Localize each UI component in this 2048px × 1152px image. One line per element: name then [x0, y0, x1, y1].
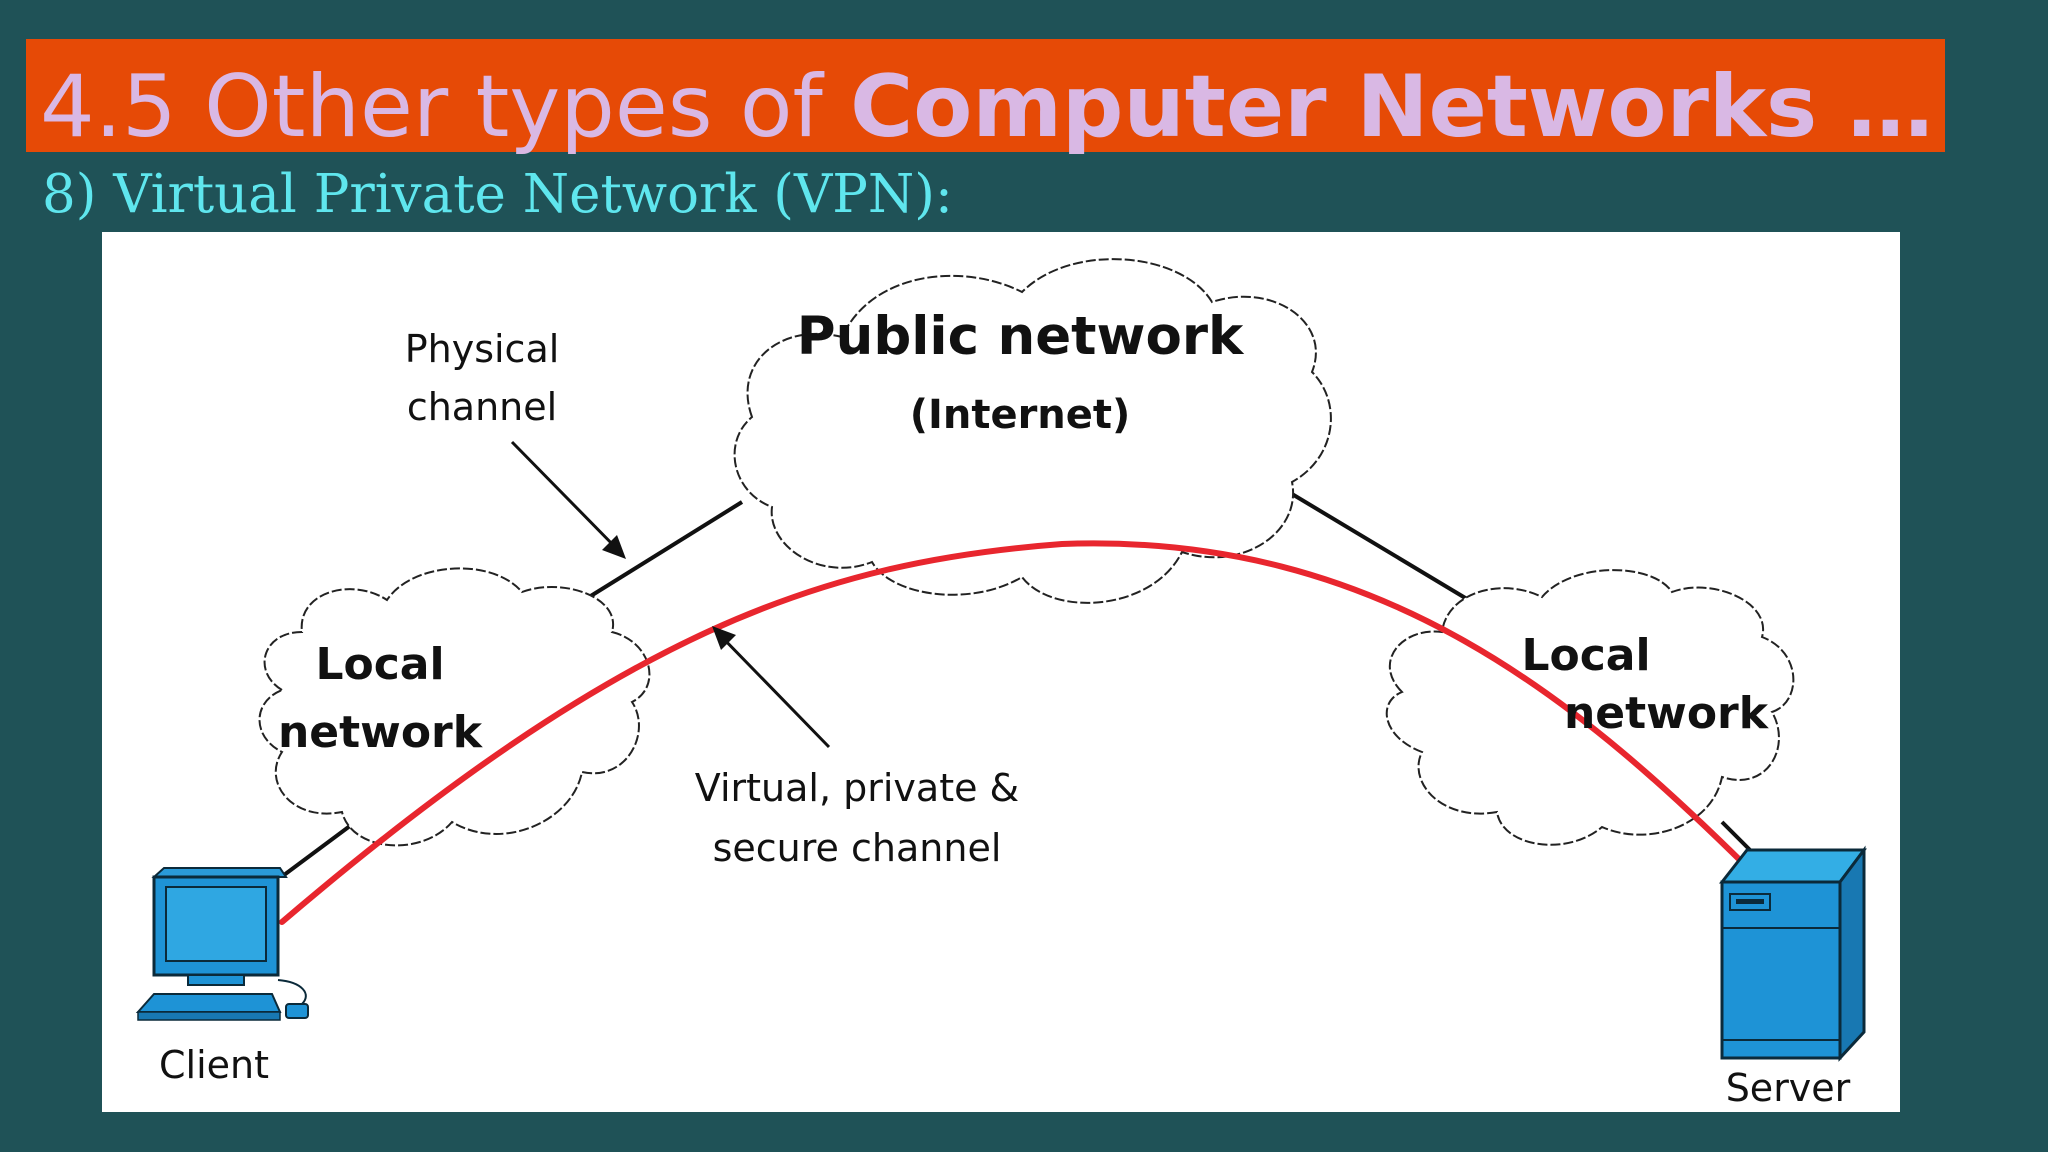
- physical-channel-label-line2: channel: [407, 385, 557, 429]
- vpn-channel-arrow-icon: [712, 626, 831, 749]
- public-network-sublabel: (Internet): [910, 392, 1131, 438]
- vpn-diagram: Public network (Internet) Local network …: [102, 232, 1900, 1112]
- vpn-channel-label-line1: Virtual, private &: [695, 766, 1019, 810]
- physical-channel-arrow-icon: [510, 440, 626, 559]
- physical-channel-label-line1: Physical: [405, 327, 560, 371]
- vpn-channel-label-line2: secure channel: [713, 826, 1002, 870]
- server-label: Server: [1726, 1066, 1851, 1110]
- physical-link-server: [1720, 820, 1754, 854]
- server-icon: [1718, 845, 1867, 1062]
- local-network-right-label-line2: network: [1564, 688, 1770, 739]
- local-network-right-cloud-icon: [1385, 569, 1795, 846]
- slide-title: 4.5 Other types of Computer Networks …: [40, 52, 1933, 162]
- title-bar: [26, 39, 1945, 152]
- local-network-left-label-line1: Local: [315, 639, 444, 690]
- slide-subtitle: 8) Virtual Private Network (VPN):: [42, 164, 953, 225]
- public-network-cloud-icon: [733, 258, 1332, 604]
- slide-title-bold: Computer Networks …: [850, 57, 1934, 157]
- local-network-left-label-line2: network: [278, 707, 484, 758]
- vpn-channel-line: [279, 540, 1765, 925]
- public-network-label: Public network: [797, 306, 1245, 367]
- slide-title-prefix: 4.5 Other types of: [40, 57, 851, 157]
- physical-link-client: [282, 815, 364, 877]
- client-computer-icon: [135, 867, 309, 1021]
- local-network-right-label-line1: Local: [1521, 630, 1650, 681]
- client-label: Client: [159, 1043, 269, 1087]
- local-network-left-cloud-icon: [258, 567, 651, 847]
